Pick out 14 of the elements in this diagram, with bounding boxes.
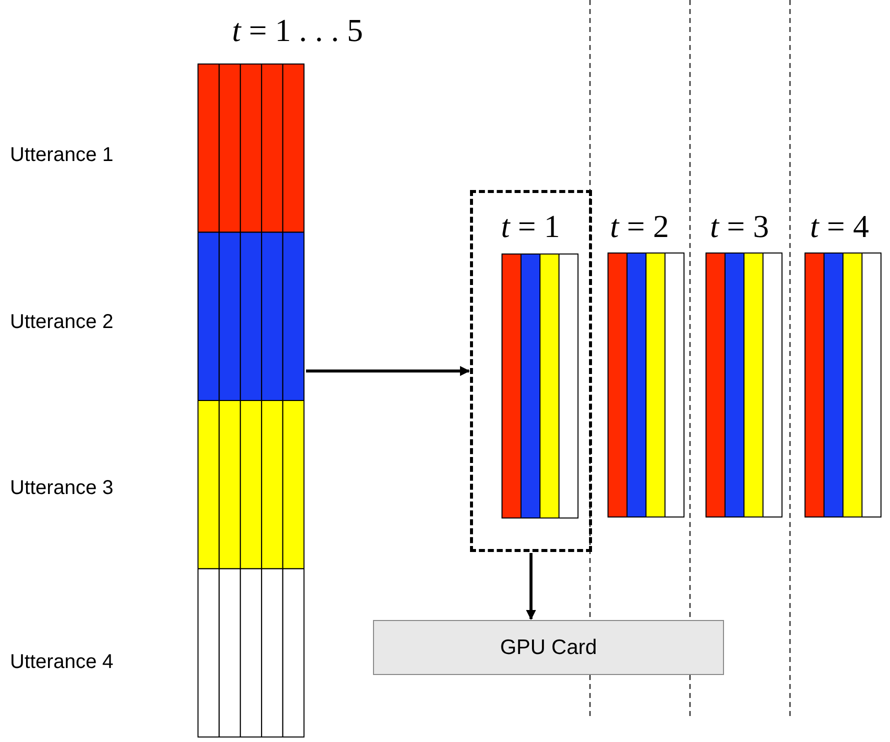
time-step-label: t = 1: [501, 210, 560, 242]
time-range-label: t = 1 . . . 5: [232, 14, 363, 46]
row-label: Utterance 2: [10, 312, 114, 332]
arrow: [526, 553, 536, 620]
row-label: Utterance 3: [10, 478, 114, 498]
arrow: [306, 366, 470, 376]
time-step-label: t = 2: [610, 210, 669, 242]
row-label: Utterance 1: [10, 145, 114, 165]
time-step-label: t = 4: [810, 210, 869, 242]
time-step-label: t = 3: [710, 210, 769, 242]
utterance-frame-stack: [197, 63, 305, 738]
gpu-card-box: GPU Card: [373, 620, 724, 675]
row-label: Utterance 4: [10, 652, 114, 672]
dashed-selection-box: [470, 190, 592, 552]
